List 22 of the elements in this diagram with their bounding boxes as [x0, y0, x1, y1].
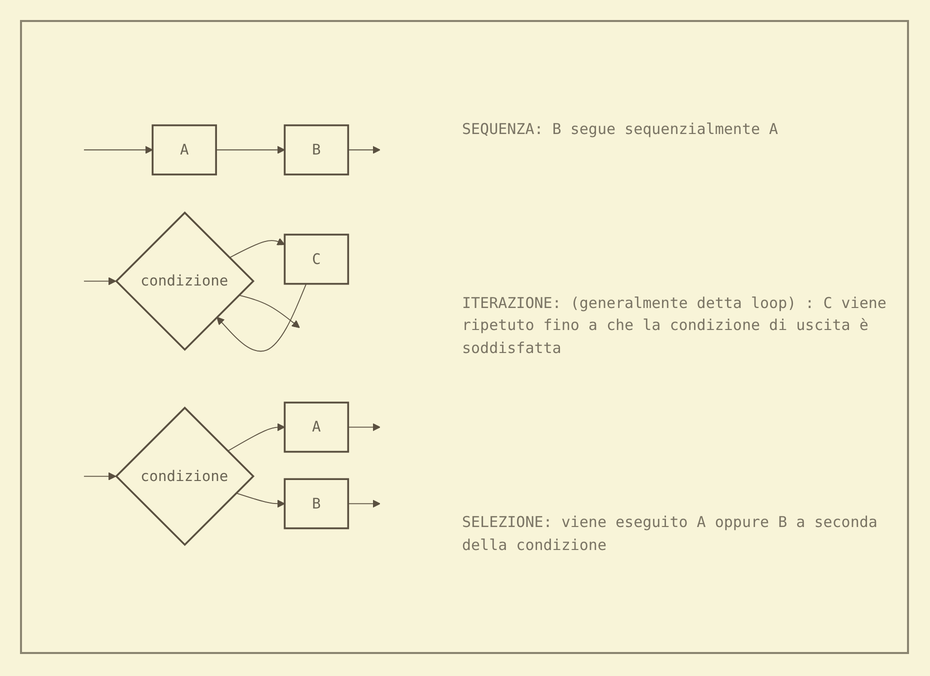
description-text: SELEZIONE: viene eseguito A oppure B a seconda della condizione: [462, 512, 878, 556]
arrow: [227, 423, 286, 452]
arrow: [216, 283, 307, 352]
node-box: A: [284, 402, 350, 453]
description-text: ITERAZIONE: (generalmente detta loop) : C viene ripetuto fino a che la condizione di uscita è soddisfatta: [462, 292, 887, 359]
node-box: A: [152, 124, 217, 176]
arrow: [348, 500, 380, 508]
arrow: [348, 423, 380, 432]
node-diamond: condizione: [115, 406, 255, 546]
description-text: SEQUENZA: B segue sequenzialmente A: [462, 118, 780, 140]
node-box: B: [284, 124, 350, 176]
arrow: [236, 492, 286, 508]
arrow: [348, 146, 380, 154]
node-box: C: [284, 234, 350, 285]
arrow: [228, 238, 286, 258]
arrow: [84, 146, 153, 154]
node-box: B: [284, 478, 350, 530]
arrow: [84, 472, 116, 480]
arrow: [238, 294, 300, 328]
arrow: [216, 146, 286, 154]
node-diamond: condizione: [115, 211, 255, 351]
arrow: [84, 277, 116, 286]
